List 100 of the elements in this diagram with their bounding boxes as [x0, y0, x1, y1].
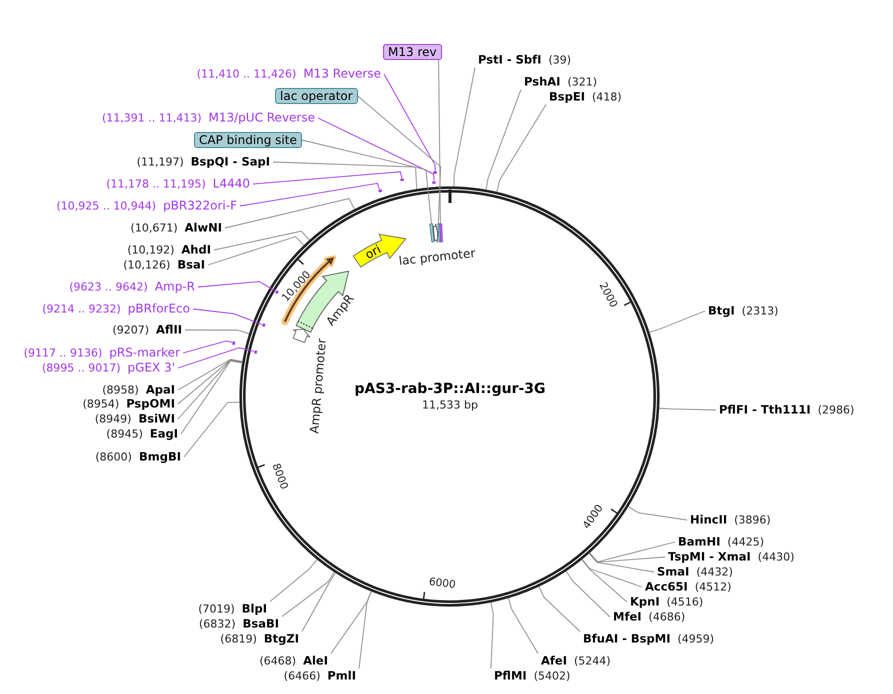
tick-label: 6000 [428, 577, 456, 591]
enzyme-name: BamHI [678, 534, 720, 548]
cut-position: (11,197) [136, 156, 184, 170]
leader-line [178, 359, 243, 404]
leader-line [252, 171, 402, 184]
enzyme-name: BtgZI [264, 632, 299, 646]
feature-label: AmpR promoter [308, 338, 328, 434]
enzyme-name: TspMI - XmaI [668, 550, 751, 564]
enzyme-name: PflMI [494, 668, 527, 682]
leader-line [208, 236, 304, 266]
leader-line [357, 96, 442, 224]
leader-line [649, 310, 706, 333]
primer-marker [433, 171, 438, 174]
feature-tag: CAP binding site [194, 132, 302, 148]
leader-line [582, 558, 642, 588]
enzyme-name: PmlI [327, 668, 356, 682]
cut-position: (2986) [818, 404, 854, 418]
primer-name: pBRforEco [128, 302, 190, 316]
leader-line [588, 552, 666, 563]
enzyme-name: HincII [690, 512, 728, 526]
feature-tag: lac operator [275, 88, 358, 104]
primer-range: (11,410 .. 11,426) [196, 68, 296, 82]
enzyme-name: Acc65I [645, 580, 688, 594]
primer-marker [254, 350, 258, 354]
leader-line [318, 118, 434, 181]
leader-line [178, 347, 254, 368]
enzyme-name: BlpI [242, 602, 267, 616]
primer-name: L4440 [212, 176, 250, 190]
cut-position: (3896) [734, 514, 771, 528]
leader-line [184, 330, 250, 334]
leader-line [588, 552, 654, 572]
leader-line [178, 360, 243, 420]
enzyme-name: BsiWI [138, 412, 175, 426]
cut-position: (6819) [220, 632, 257, 646]
enzyme-name: BsaBI [242, 616, 279, 630]
cut-position: (4686) [648, 610, 686, 624]
promoter-feature [432, 222, 440, 244]
primer-range: (10,925 .. 10,944) [56, 200, 156, 214]
primer-marker [378, 189, 382, 193]
leader-line [184, 402, 240, 458]
primer-name: pBR322ori-F [163, 198, 237, 212]
leader-line [282, 572, 335, 617]
cut-position: (4959) [677, 632, 714, 646]
cut-position: (5244) [574, 654, 611, 668]
cut-position: (418) [592, 90, 622, 104]
enzyme-name: PspOMI [126, 396, 175, 410]
cut-position: (2313) [742, 304, 778, 318]
cut-position: (321) [567, 76, 598, 90]
leader-line [490, 602, 494, 669]
leader-line [358, 590, 372, 669]
leader-line [198, 281, 276, 292]
enzyme-name: PshAI [524, 74, 560, 88]
feature-label: lac promoter [398, 247, 476, 268]
leader-line [240, 182, 380, 206]
leader-line [589, 542, 676, 562]
enzyme-name: EagI [150, 426, 178, 440]
enzyme-name: SmaI [657, 564, 690, 578]
leader-line [438, 60, 441, 224]
enzyme-name: AhdI [181, 242, 211, 256]
enzyme-name: AlwNI [184, 220, 222, 234]
primer-marker [432, 180, 436, 184]
primer-range: (11,178 .. 11,195) [106, 178, 206, 192]
cut-position: (8600) [95, 450, 132, 464]
leader-line [214, 230, 310, 250]
primer-marker [400, 178, 404, 182]
cut-position: (4516) [666, 596, 704, 610]
leader-line [384, 74, 436, 172]
leader-line [566, 570, 610, 618]
feature-tag: M13 rev [383, 44, 442, 60]
cut-position: (5402) [534, 670, 570, 684]
cut-position: (10,671) [130, 222, 178, 236]
enzyme-name: ApaI [146, 382, 175, 396]
cut-position: (4432) [696, 566, 733, 580]
feature-marker [429, 223, 436, 244]
cut-position: (8945) [106, 428, 143, 442]
leader-line [628, 506, 688, 520]
cut-position: (4425) [727, 536, 764, 550]
cut-position: (6832) [199, 618, 236, 632]
tick-label: 8000 [270, 462, 290, 492]
primer-range: (11,391 .. 11,413) [102, 112, 202, 126]
primer-range: (9117 .. 9136) [24, 346, 102, 360]
plasmid-size: 11,533 bp [422, 400, 478, 410]
enzyme-name: AflII [156, 322, 182, 336]
leader-line [301, 140, 432, 224]
plasmid-name: pAS3-rab-3P::AI::gur-3G [354, 382, 546, 396]
enzyme-name: PflFI - Tth111I [719, 402, 811, 416]
leader-line [658, 408, 716, 410]
leader-line [486, 89, 522, 190]
enzyme-name: BfuAI - BspMI [583, 632, 670, 646]
primer-name: M13/pUC Reverse [208, 110, 315, 124]
cut-position: (6466) [284, 670, 320, 684]
leader-line [302, 572, 336, 632]
cut-position: (39) [548, 54, 572, 68]
leader-line [496, 104, 546, 192]
enzyme-name: BmgBI [138, 450, 181, 464]
primer-name: Amp-R [154, 280, 195, 294]
enzyme-name: AfeI [541, 654, 567, 668]
enzyme-name: AleI [303, 654, 328, 668]
primer-marker [275, 290, 280, 294]
feature-marker [438, 222, 443, 243]
